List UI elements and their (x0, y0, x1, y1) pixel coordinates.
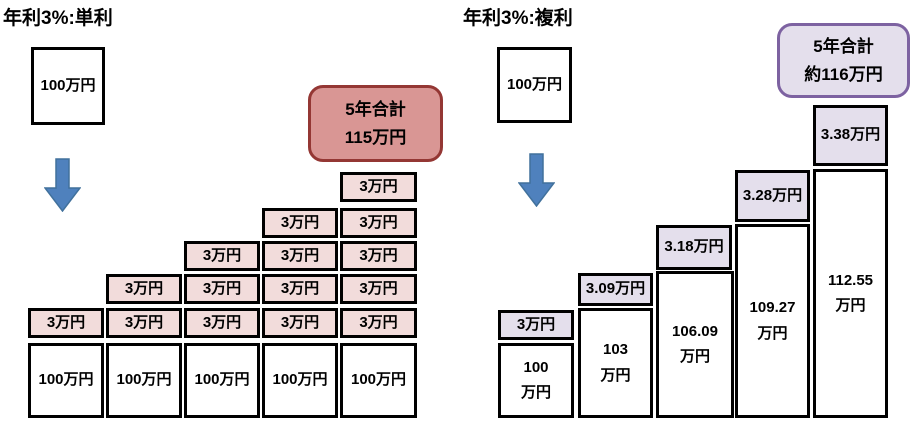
compound-total-callout-line2: 約116万円 (804, 65, 883, 84)
interest-box: 3万円 (498, 310, 574, 340)
interest-box: 3万円 (106, 308, 182, 338)
principal-unit: 万円 (679, 348, 710, 365)
interest-box: 3.09万円 (578, 273, 653, 306)
interest-box: 3万円 (340, 274, 417, 304)
simple-initial-principal-box: 100万円 (31, 47, 105, 125)
simple-total-callout-line1: 5年合計 (345, 100, 406, 119)
simple-year5-principal-box: 100万円 (340, 343, 417, 418)
simple-year1-principal-box: 100万円 (28, 343, 104, 418)
interest-box: 3万円 (340, 208, 417, 238)
compound-year4-principal-bar: 109.27 万円 (735, 224, 810, 418)
principal-amount: 100 (523, 358, 549, 376)
compound-year2-principal-bar: 103 万円 (578, 308, 653, 418)
interest-box: 3万円 (106, 274, 182, 304)
simple-interest-title: 年利3%:単利 (3, 8, 113, 29)
interest-box: 3万円 (184, 274, 260, 304)
principal-unit: 万円 (600, 366, 631, 384)
interest-box: 3万円 (184, 241, 260, 271)
interest-box: 3.38万円 (813, 105, 888, 166)
compound-interest-title: 年利3%:複利 (463, 8, 573, 29)
simple-total-callout-line2: 115万円 (344, 128, 407, 147)
compound-total-callout-line1: 5年合計 (813, 37, 874, 56)
interest-box: 3万円 (184, 308, 260, 338)
principal-amount: 106.09 (672, 322, 718, 340)
principal-unit: 万円 (757, 324, 788, 342)
principal-amount: 103 (602, 341, 629, 358)
interest-box: 3.18万円 (656, 225, 732, 270)
simple-year4-principal-box: 100万円 (262, 343, 338, 418)
compound-year1-principal-bar: 100 万円 (498, 343, 574, 418)
down-arrow-icon (44, 158, 81, 212)
interest-box: 3.28万円 (735, 170, 810, 222)
interest-box: 3万円 (262, 241, 338, 271)
principal-unit: 万円 (520, 384, 551, 401)
down-arrow-icon (518, 153, 555, 207)
simple-total-callout: 5年合計 115万円 (308, 85, 443, 162)
interest-box: 3万円 (28, 308, 104, 338)
interest-box: 3万円 (262, 308, 338, 338)
compound-initial-principal-box: 100万円 (497, 47, 572, 123)
interest-box: 3万円 (340, 308, 417, 338)
principal-unit: 万円 (835, 297, 866, 314)
principal-amount: 112.55 (827, 271, 874, 289)
interest-box: 3万円 (340, 241, 417, 271)
compound-year3-principal-bar: 106.09 万円 (656, 271, 734, 418)
interest-box: 3万円 (262, 274, 338, 304)
compound-year5-principal-bar: 112.55 万円 (813, 169, 888, 418)
simple-year3-principal-box: 100万円 (184, 343, 260, 418)
compound-total-callout: 5年合計 約116万円 (777, 23, 910, 98)
simple-year2-principal-box: 100万円 (106, 343, 182, 418)
interest-box: 3万円 (262, 208, 338, 238)
principal-amount: 109.27 (749, 299, 796, 316)
interest-box: 3万円 (340, 172, 417, 202)
